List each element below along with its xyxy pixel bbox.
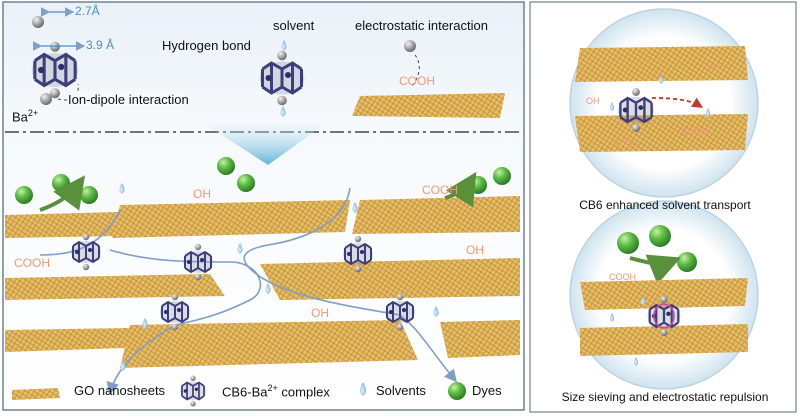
oh-group-label: OH bbox=[311, 306, 329, 320]
oh-group-label: OH bbox=[193, 187, 211, 201]
go-sheet bbox=[5, 274, 225, 300]
bubble-cooh-label: COOH bbox=[612, 138, 639, 148]
ba-ion-label: Ba2+ bbox=[12, 108, 39, 125]
go-sheet bbox=[5, 212, 120, 238]
legend-dye-icon bbox=[448, 382, 466, 400]
go-sheet bbox=[112, 200, 350, 238]
bubble-oh-label: OH bbox=[586, 96, 600, 106]
top-cooh-label: COOH bbox=[399, 74, 435, 88]
solvent-drop-bottom bbox=[280, 106, 286, 117]
top-ba-ion-top bbox=[32, 16, 44, 28]
bubble-go-sheet bbox=[580, 324, 748, 356]
hydrogen-bond-label: Hydrogen bond bbox=[162, 38, 251, 53]
legend-dyes-label: Dyes bbox=[472, 383, 502, 398]
solvent-drops bbox=[119, 183, 439, 371]
solvent-drop-top bbox=[281, 40, 287, 51]
dim-label-top: 2.7Å bbox=[75, 4, 100, 18]
bubble-go-sheet bbox=[575, 46, 748, 82]
bubble-cooh-label: COOH bbox=[609, 272, 636, 282]
go-sheet bbox=[5, 328, 130, 352]
legend-go-swatch bbox=[12, 388, 60, 400]
go-sheet bbox=[260, 258, 520, 300]
transport-arrow bbox=[651, 97, 704, 108]
funnel-arrow bbox=[205, 124, 325, 165]
electrostatic-label: electrostatic interaction bbox=[355, 18, 488, 33]
go-sheet bbox=[352, 196, 520, 234]
go-sheet bbox=[440, 320, 520, 358]
dim-label-bottom: 3.9 Å bbox=[86, 38, 115, 52]
bubble-go-sheet bbox=[575, 114, 748, 152]
top-ba-ion-bottom bbox=[40, 93, 52, 105]
top-go-sheet bbox=[352, 93, 505, 118]
cooh-group-label: COOH bbox=[422, 183, 458, 197]
legend-solvents-label: Solvents bbox=[376, 383, 426, 398]
caption-solvent-transport: CB6 enhanced solvent transport bbox=[579, 198, 751, 212]
electrostatic-ion bbox=[404, 40, 416, 52]
solvent-label: solvent bbox=[273, 18, 315, 33]
legend-complex-label: CB6-Ba2+ complex bbox=[222, 383, 330, 400]
cooh-group-label: COOH bbox=[14, 256, 50, 270]
caption-size-sieving: Size sieving and electrostatic repulsion bbox=[561, 390, 769, 404]
rejection-arrow bbox=[39, 175, 86, 212]
ion-dipole-label: Ion-dipole interaction bbox=[68, 92, 189, 107]
legend-go-label: GO nanosheets bbox=[74, 383, 166, 398]
bubble-go-sheet bbox=[580, 278, 748, 310]
bubble-oh-label: OH bbox=[707, 62, 721, 72]
go-sheet bbox=[120, 320, 418, 368]
bubble-cooh-label: COOH bbox=[681, 126, 708, 136]
legend-solvent-icon bbox=[360, 382, 366, 396]
rejection-arrow bbox=[444, 171, 477, 208]
oh-group-label: OH bbox=[466, 243, 484, 257]
